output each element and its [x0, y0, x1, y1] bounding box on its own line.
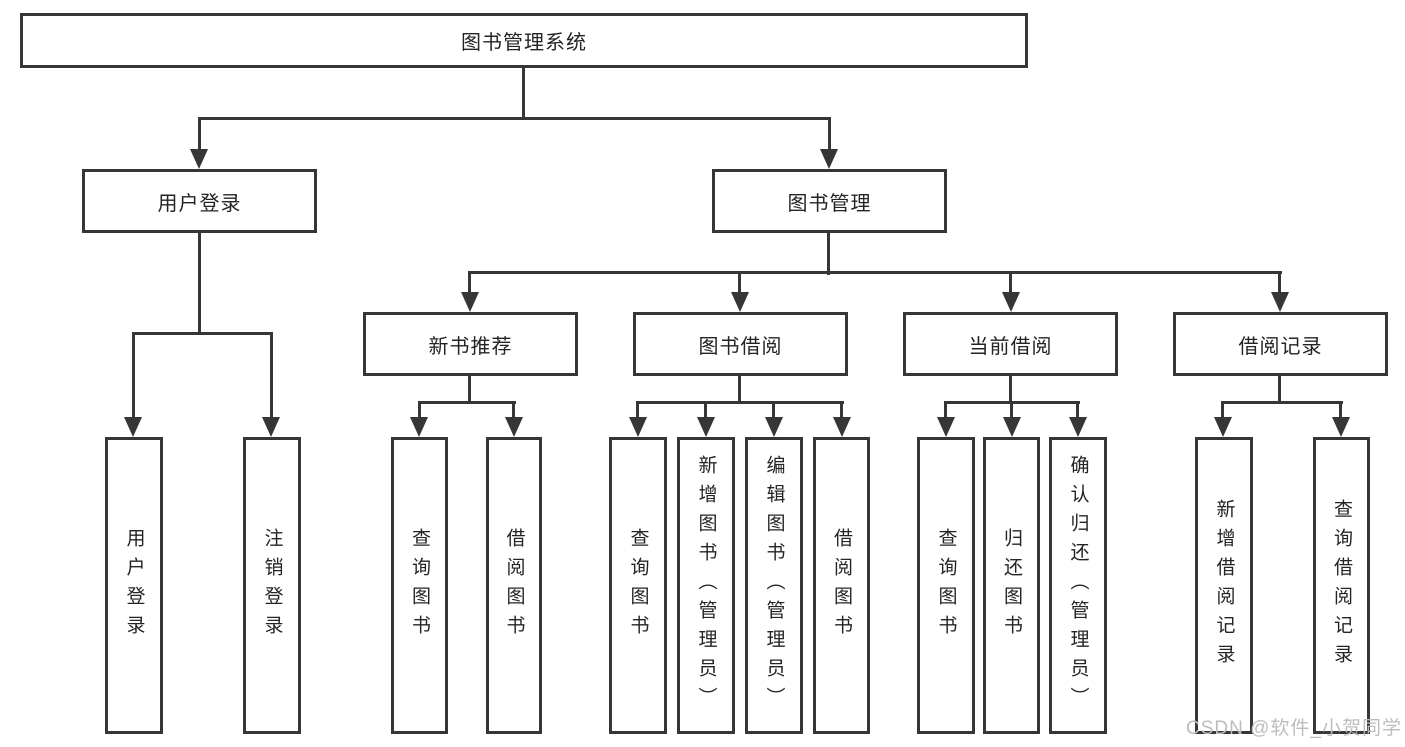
connector: [1278, 374, 1281, 404]
arrowhead-icon: [190, 149, 208, 169]
node-borrow-records: 借阅记录: [1173, 312, 1388, 376]
connector: [1076, 401, 1079, 419]
connector: [132, 332, 135, 419]
connector: [1339, 401, 1342, 419]
connector: [468, 271, 1282, 274]
connector: [1009, 374, 1012, 404]
connector: [1009, 271, 1012, 294]
connector: [827, 231, 830, 275]
leaf-query-book-recommend: 查询图书: [391, 437, 448, 734]
leaf-logout: 注销登录: [243, 437, 301, 734]
node-new-book-recommend: 新书推荐: [363, 312, 578, 376]
arrowhead-icon: [461, 292, 479, 312]
connector: [1278, 271, 1281, 294]
arrowhead-icon: [697, 417, 715, 437]
connector: [772, 401, 775, 419]
connector: [704, 401, 707, 419]
arrowhead-icon: [505, 417, 523, 437]
node-book-borrow: 图书借阅: [633, 312, 848, 376]
connector: [468, 374, 471, 404]
arrowhead-icon: [410, 417, 428, 437]
leaf-edit-book-admin: 编辑图书（管理员）: [745, 437, 803, 734]
connector: [738, 271, 741, 294]
connector: [198, 231, 201, 335]
arrowhead-icon: [629, 417, 647, 437]
leaf-borrow-book-recommend: 借阅图书: [486, 437, 542, 734]
connector: [198, 117, 831, 120]
arrowhead-icon: [1214, 417, 1232, 437]
node-book-management: 图书管理: [712, 169, 947, 233]
connector: [522, 66, 525, 120]
arrowhead-icon: [262, 417, 280, 437]
leaf-user-login: 用户登录: [105, 437, 163, 734]
connector: [636, 401, 639, 419]
leaf-borrow-book: 借阅图书: [813, 437, 870, 734]
connector: [840, 401, 843, 419]
arrowhead-icon: [1003, 417, 1021, 437]
leaf-query-book-current: 查询图书: [917, 437, 975, 734]
arrowhead-icon: [820, 149, 838, 169]
arrowhead-icon: [833, 417, 851, 437]
arrowhead-icon: [1069, 417, 1087, 437]
leaf-add-borrow-record: 新增借阅记录: [1195, 437, 1253, 734]
connector: [828, 117, 831, 153]
arrowhead-icon: [937, 417, 955, 437]
connector: [1221, 401, 1343, 404]
arrowhead-icon: [765, 417, 783, 437]
leaf-confirm-return-admin: 确认归还（管理员）: [1049, 437, 1107, 734]
connector: [636, 401, 844, 404]
connector: [270, 332, 273, 419]
connector: [468, 271, 471, 294]
connector: [512, 401, 515, 419]
leaf-add-book-admin: 新增图书（管理员）: [677, 437, 735, 734]
connector: [944, 401, 947, 419]
connector: [198, 117, 201, 153]
node-library-system: 图书管理系统: [20, 13, 1028, 68]
connector: [418, 401, 421, 419]
csdn-watermark: CSDN @软件_小贺同学: [1186, 718, 1402, 739]
connector: [132, 332, 273, 335]
leaf-query-borrow-record: 查询借阅记录: [1313, 437, 1370, 734]
node-current-borrow: 当前借阅: [903, 312, 1118, 376]
arrowhead-icon: [1002, 292, 1020, 312]
arrowhead-icon: [1271, 292, 1289, 312]
leaf-query-book-borrow: 查询图书: [609, 437, 667, 734]
connector: [1010, 401, 1013, 419]
connector: [738, 374, 741, 404]
connector: [1221, 401, 1224, 419]
leaf-return-book: 归还图书: [983, 437, 1040, 734]
arrowhead-icon: [731, 292, 749, 312]
arrowhead-icon: [1332, 417, 1350, 437]
arrowhead-icon: [124, 417, 142, 437]
connector: [418, 401, 516, 404]
node-user-login: 用户登录: [82, 169, 317, 233]
